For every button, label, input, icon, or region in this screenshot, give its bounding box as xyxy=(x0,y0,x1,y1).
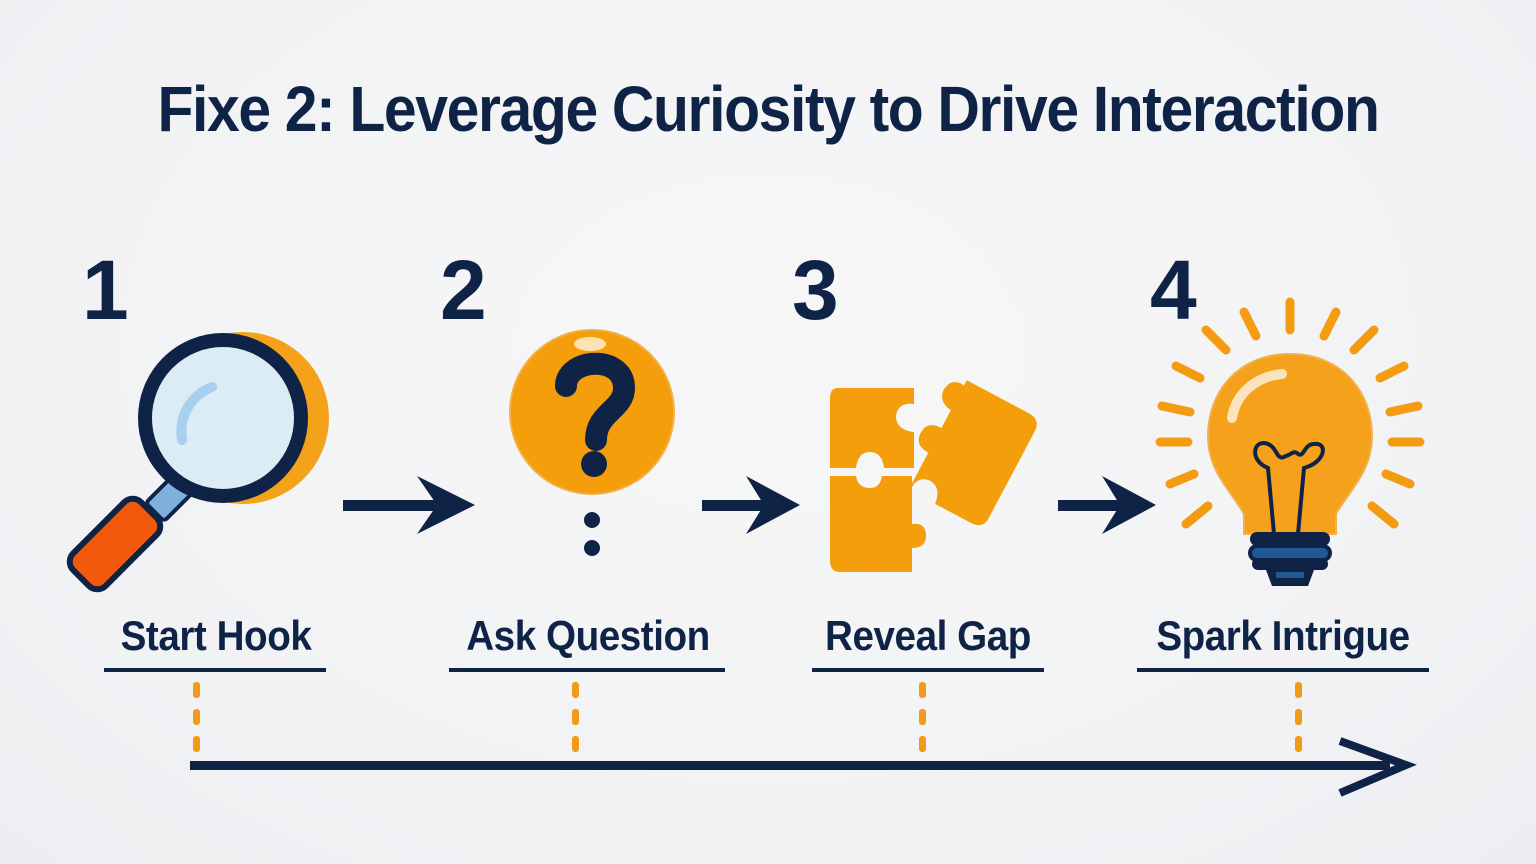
light-bulb-icon xyxy=(1150,296,1430,588)
magnifying-glass-icon xyxy=(66,320,340,593)
step-number-2: 2 xyxy=(440,243,487,337)
dashed-connector xyxy=(193,682,200,752)
label-underline xyxy=(449,668,725,672)
step-number-3: 3 xyxy=(792,243,839,337)
arrow-right-icon xyxy=(1058,474,1158,538)
label-underline xyxy=(1137,668,1429,672)
arrow-right-icon xyxy=(702,474,802,538)
step-label-start-hook: Start Hook xyxy=(120,612,312,659)
step-label-ask-question: Ask Question xyxy=(466,612,710,659)
label-underline xyxy=(104,668,326,672)
arrow-right-icon xyxy=(343,474,477,538)
puzzle-pieces-icon xyxy=(826,372,1066,577)
dashed-connector xyxy=(919,682,926,752)
question-mark-icon xyxy=(506,328,680,560)
timeline-arrow xyxy=(190,737,1417,798)
step-number-1: 1 xyxy=(82,243,129,337)
step-label-reveal-gap: Reveal Gap xyxy=(825,612,1031,659)
label-underline xyxy=(812,668,1044,672)
step-number-4: 4 xyxy=(1150,243,1197,337)
dashed-connector xyxy=(1295,682,1302,752)
page-title: Fixe 2: Leverage Curiosity to Drive Inte… xyxy=(157,73,1379,145)
step-label-spark-intrigue: Spark Intrigue xyxy=(1156,612,1410,659)
dashed-connector xyxy=(572,682,579,752)
